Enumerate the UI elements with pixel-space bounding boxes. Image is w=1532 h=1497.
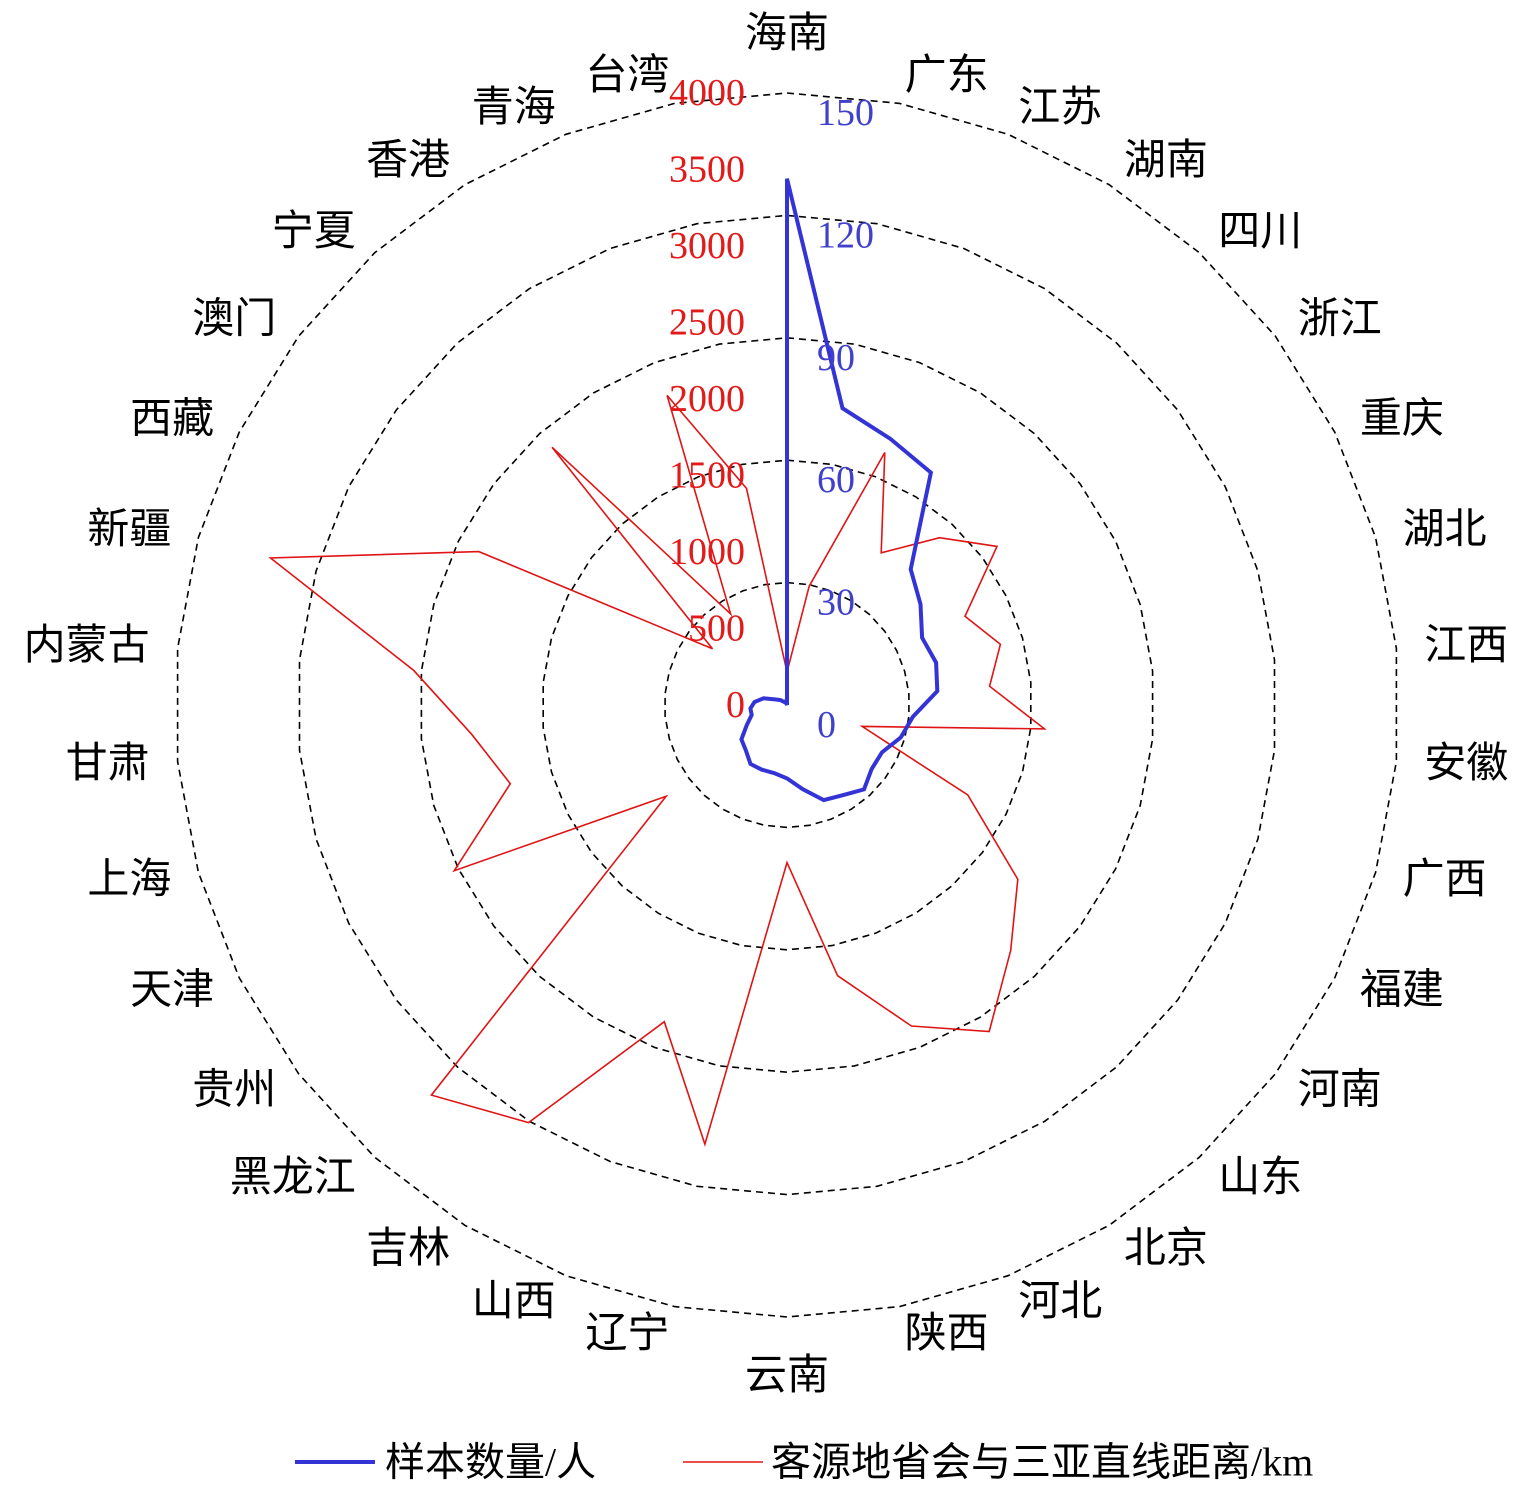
legend-item-distance: 客源地省会与三亚直线距离/km [683, 1440, 1313, 1485]
axis-tick-labels: 0 500 1000 1500 2000 2500 3000 3500 4000 0 30 60 90 1… [669, 72, 874, 746]
category-label: 湖南 [1124, 138, 1208, 184]
grid-ring [542, 459, 1032, 951]
tick-label-distance: 1500 [669, 455, 745, 497]
legend-label-distance: 客源地省会与三亚直线距离/km [771, 1440, 1313, 1485]
category-label: 甘肃 [66, 741, 150, 787]
category-label: 上海 [87, 857, 171, 903]
category-label: 安徽 [1424, 741, 1508, 787]
category-label: 内蒙古 [24, 623, 150, 669]
tick-label-distance: 500 [688, 608, 745, 650]
category-label: 北京 [1124, 1225, 1208, 1272]
category-label: 江苏 [1018, 85, 1102, 131]
category-label: 山西 [472, 1279, 556, 1325]
category-label: 西藏 [130, 397, 214, 443]
series-line-distance [268, 394, 1047, 1147]
category-label: 湖北 [1403, 507, 1487, 553]
category-label: 青海 [472, 85, 556, 131]
category-label: 黑龙江 [230, 1155, 356, 1201]
tick-label-count: 60 [817, 459, 855, 501]
category-label: 河北 [1018, 1279, 1102, 1325]
grid-ring [298, 214, 1276, 1196]
category-label: 陕西 [905, 1311, 989, 1357]
series-line-sample-count [739, 178, 940, 803]
tick-label-count: 150 [817, 92, 874, 134]
category-label: 辽宁 [585, 1311, 669, 1357]
category-label: 四川 [1218, 209, 1302, 255]
tick-label-distance: 2500 [669, 302, 745, 344]
category-label: 贵州 [192, 1068, 276, 1114]
legend: 样本数量/人 客源地省会与三亚直线距离/km [295, 1440, 1313, 1485]
category-label: 河南 [1298, 1068, 1382, 1114]
tick-label-distance: 2000 [669, 378, 745, 420]
grid-rings [176, 92, 1398, 1318]
legend-label-count: 样本数量/人 [385, 1440, 596, 1485]
tick-label-count: 120 [817, 214, 874, 256]
tick-label-count: 30 [817, 582, 855, 624]
category-label: 山东 [1218, 1154, 1302, 1201]
grid-ring [664, 581, 910, 829]
tick-label-distance: 4000 [669, 72, 745, 114]
category-label: 台湾 [585, 52, 669, 99]
category-label: 吉林 [366, 1226, 450, 1272]
category-label: 福建 [1360, 967, 1444, 1013]
category-label: 江西 [1424, 623, 1508, 669]
category-label: 澳门 [192, 296, 276, 342]
tick-label-distance: 3000 [669, 225, 745, 267]
legend-item-count: 样本数量/人 [295, 1440, 596, 1485]
tick-label-distance: 3500 [669, 149, 745, 191]
category-label: 宁夏 [272, 209, 356, 255]
grid-ring [176, 92, 1398, 1318]
category-label: 云南 [745, 1353, 829, 1399]
tick-label-distance: 0 [726, 684, 745, 726]
tick-label-count: 90 [817, 337, 855, 379]
category-label: 重庆 [1360, 397, 1444, 443]
series-lines [268, 178, 1047, 1147]
tick-label-count: 0 [817, 704, 836, 746]
category-label: 天津 [130, 967, 214, 1013]
category-label: 广西 [1403, 857, 1487, 903]
tick-label-distance: 1000 [669, 531, 745, 573]
category-label: 广东 [905, 52, 989, 99]
category-label: 香港 [366, 138, 450, 184]
category-label: 海南 [745, 11, 829, 57]
category-label: 浙江 [1298, 296, 1382, 342]
category-label: 新疆 [87, 507, 171, 553]
